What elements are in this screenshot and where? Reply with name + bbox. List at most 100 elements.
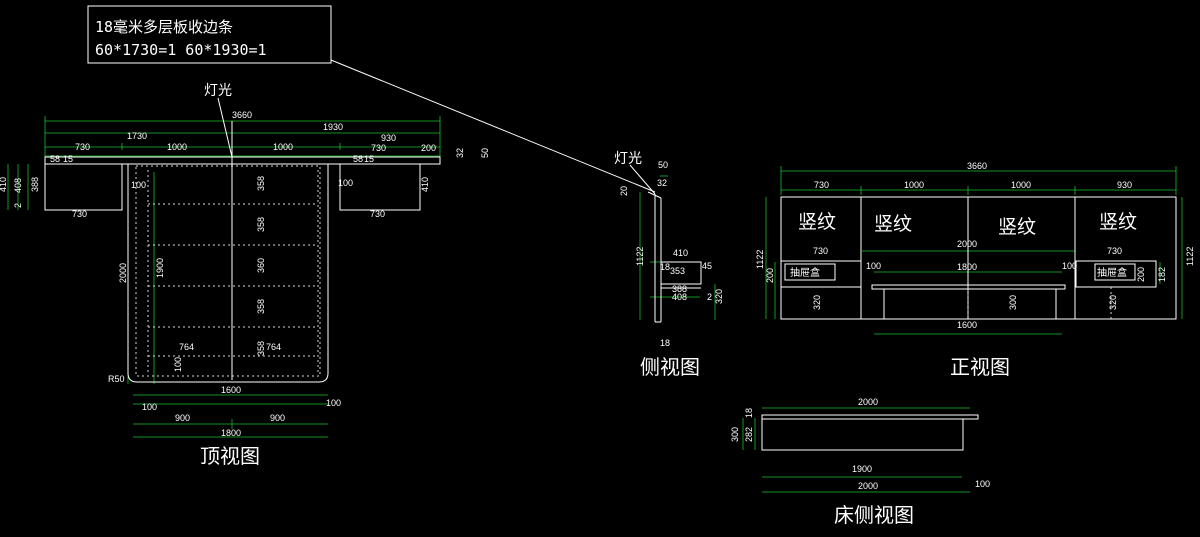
note-line-2: 60*1730=1 60*1930=1 (95, 41, 267, 59)
dim-label: 358 (256, 217, 266, 232)
dim-label: 930 (1117, 180, 1132, 190)
dim-label: 1900 (852, 464, 872, 474)
dim-label: 200 (421, 143, 436, 153)
dim-label: 1122 (635, 247, 645, 266)
dim-label: 200 (765, 268, 775, 283)
bed-side-top (761, 414, 979, 420)
dim-label: 50 (658, 160, 668, 170)
dim-label: 100 (142, 402, 157, 412)
bed-side-caption: 床侧视图 (834, 503, 914, 527)
top-dims: 3660 1930 1730 930 730 1000 1000 730 200… (0, 110, 490, 438)
dim-label: 282 (744, 427, 754, 442)
dim-label: 18 (744, 408, 754, 418)
grain-label: 竖纹 (874, 213, 912, 235)
dim-label: 200 (1136, 267, 1146, 282)
material-note: 18毫米多层板收边条 60*1730=1 60*1930=1 (87, 5, 656, 193)
note-line-1: 18毫米多层板收边条 (95, 18, 233, 36)
dim-label: 3660 (967, 161, 987, 171)
dim-label: 45 (702, 261, 712, 271)
dim-label: 100 (326, 398, 341, 408)
dim-label: 320 (1108, 295, 1118, 310)
dim-label: 358 (256, 299, 266, 314)
dim-label: 2000 (118, 263, 128, 283)
front-view: 竖纹 竖纹 竖纹 竖纹 抽屉盒 抽屉盒 正视图 3660 730 1000 10… (755, 161, 1195, 379)
dim-label: 764 (266, 342, 281, 352)
dim-label: 300 (1008, 295, 1018, 310)
dim-label: 1000 (904, 180, 924, 190)
bed-side-view: 床侧视图 2000 18 282 300 1900 2000 100 (730, 397, 990, 527)
side-view: 灯光 侧视图 50 32 20 1122 410 18 353 45 388 4… (614, 151, 724, 379)
side-view-caption: 侧视图 (640, 355, 700, 379)
dim-label: 730 (371, 143, 386, 153)
light-label: 灯光 (204, 83, 232, 99)
dim-label: 100 (338, 178, 353, 188)
dim-label: 15 (364, 154, 374, 164)
left-cabinet (780, 260, 862, 288)
side-dims: 50 32 20 1122 410 18 353 45 388 408 2 32… (619, 160, 724, 348)
slat-grid (135, 165, 321, 377)
dim-label: 358 (256, 341, 266, 356)
bed-base (883, 288, 1057, 320)
dim-label: 410 (420, 177, 430, 192)
left-nightstand (44, 163, 123, 211)
dim-label: 360 (256, 258, 266, 273)
dim-label: 2000 (858, 481, 878, 491)
dim-label: 730 (370, 209, 385, 219)
dim-label: 408 (672, 292, 687, 302)
dim-label: 730 (72, 209, 87, 219)
dim-label: 1600 (221, 385, 241, 395)
note-frame (87, 5, 332, 64)
dim-label: 2000 (858, 397, 878, 407)
dim-label: 100 (173, 357, 183, 372)
dim-label: 100 (975, 479, 990, 489)
dim-label: 2000 (957, 239, 977, 249)
dim-label: 18 (660, 262, 670, 272)
dim-label: 100 (866, 261, 881, 271)
left-drawer (784, 263, 836, 281)
dim-label: 388 (30, 177, 40, 192)
top-view-caption: 顶视图 (200, 444, 260, 468)
dim-label: 58 (353, 154, 363, 164)
dim-label: 15 (63, 154, 73, 164)
dim-label: 32 (455, 148, 465, 158)
dim-label: 930 (381, 133, 396, 143)
drawer-label: 抽屉盒 (790, 266, 820, 279)
dim-label: 1730 (127, 131, 147, 141)
dim-label: 2 (13, 203, 23, 208)
grain-label: 竖纹 (998, 216, 1036, 238)
dim-label: 764 (179, 342, 194, 352)
bed-dims: 2000 18 282 300 1900 2000 100 (730, 397, 990, 491)
dim-label: 32 (657, 178, 667, 188)
front-view-caption: 正视图 (950, 355, 1010, 379)
drawer-label: 抽屉盒 (1097, 266, 1127, 279)
dim-label: 1122 (755, 250, 765, 269)
dim-label: 900 (270, 413, 285, 423)
dim-label: 1000 (273, 142, 293, 152)
dim-label: 320 (714, 289, 724, 304)
right-drawer (1094, 263, 1136, 281)
bed-side-body (761, 418, 964, 451)
side-top-cap (647, 191, 662, 199)
dim-label: 1122 (1185, 247, 1195, 266)
dim-label: 2 (707, 292, 712, 302)
right-nightstand (339, 163, 421, 211)
dim-label: 1900 (155, 258, 165, 278)
dim-label: 353 (670, 266, 685, 276)
light-leader (217, 97, 233, 158)
dim-label: 730 (813, 246, 828, 256)
dim-label: 730 (75, 142, 90, 152)
top-surface (44, 156, 441, 165)
dim-label: 1000 (167, 142, 187, 152)
dim-label: 300 (730, 427, 740, 442)
dim-label: 1930 (323, 122, 343, 132)
front-dims: 3660 730 1000 1000 930 2000 730 730 1122… (755, 161, 1195, 330)
dim-label: 1800 (221, 428, 241, 438)
dim-label: 20 (619, 186, 629, 196)
dim-label: 320 (812, 295, 822, 310)
leader-line (330, 59, 656, 193)
top-view: 灯光 顶视图 3660 1930 1730 930 730 1000 1000 … (0, 83, 490, 468)
dim-label: 100 (131, 180, 146, 190)
dim-label: 900 (175, 413, 190, 423)
dim-label: 1800 (957, 262, 977, 272)
